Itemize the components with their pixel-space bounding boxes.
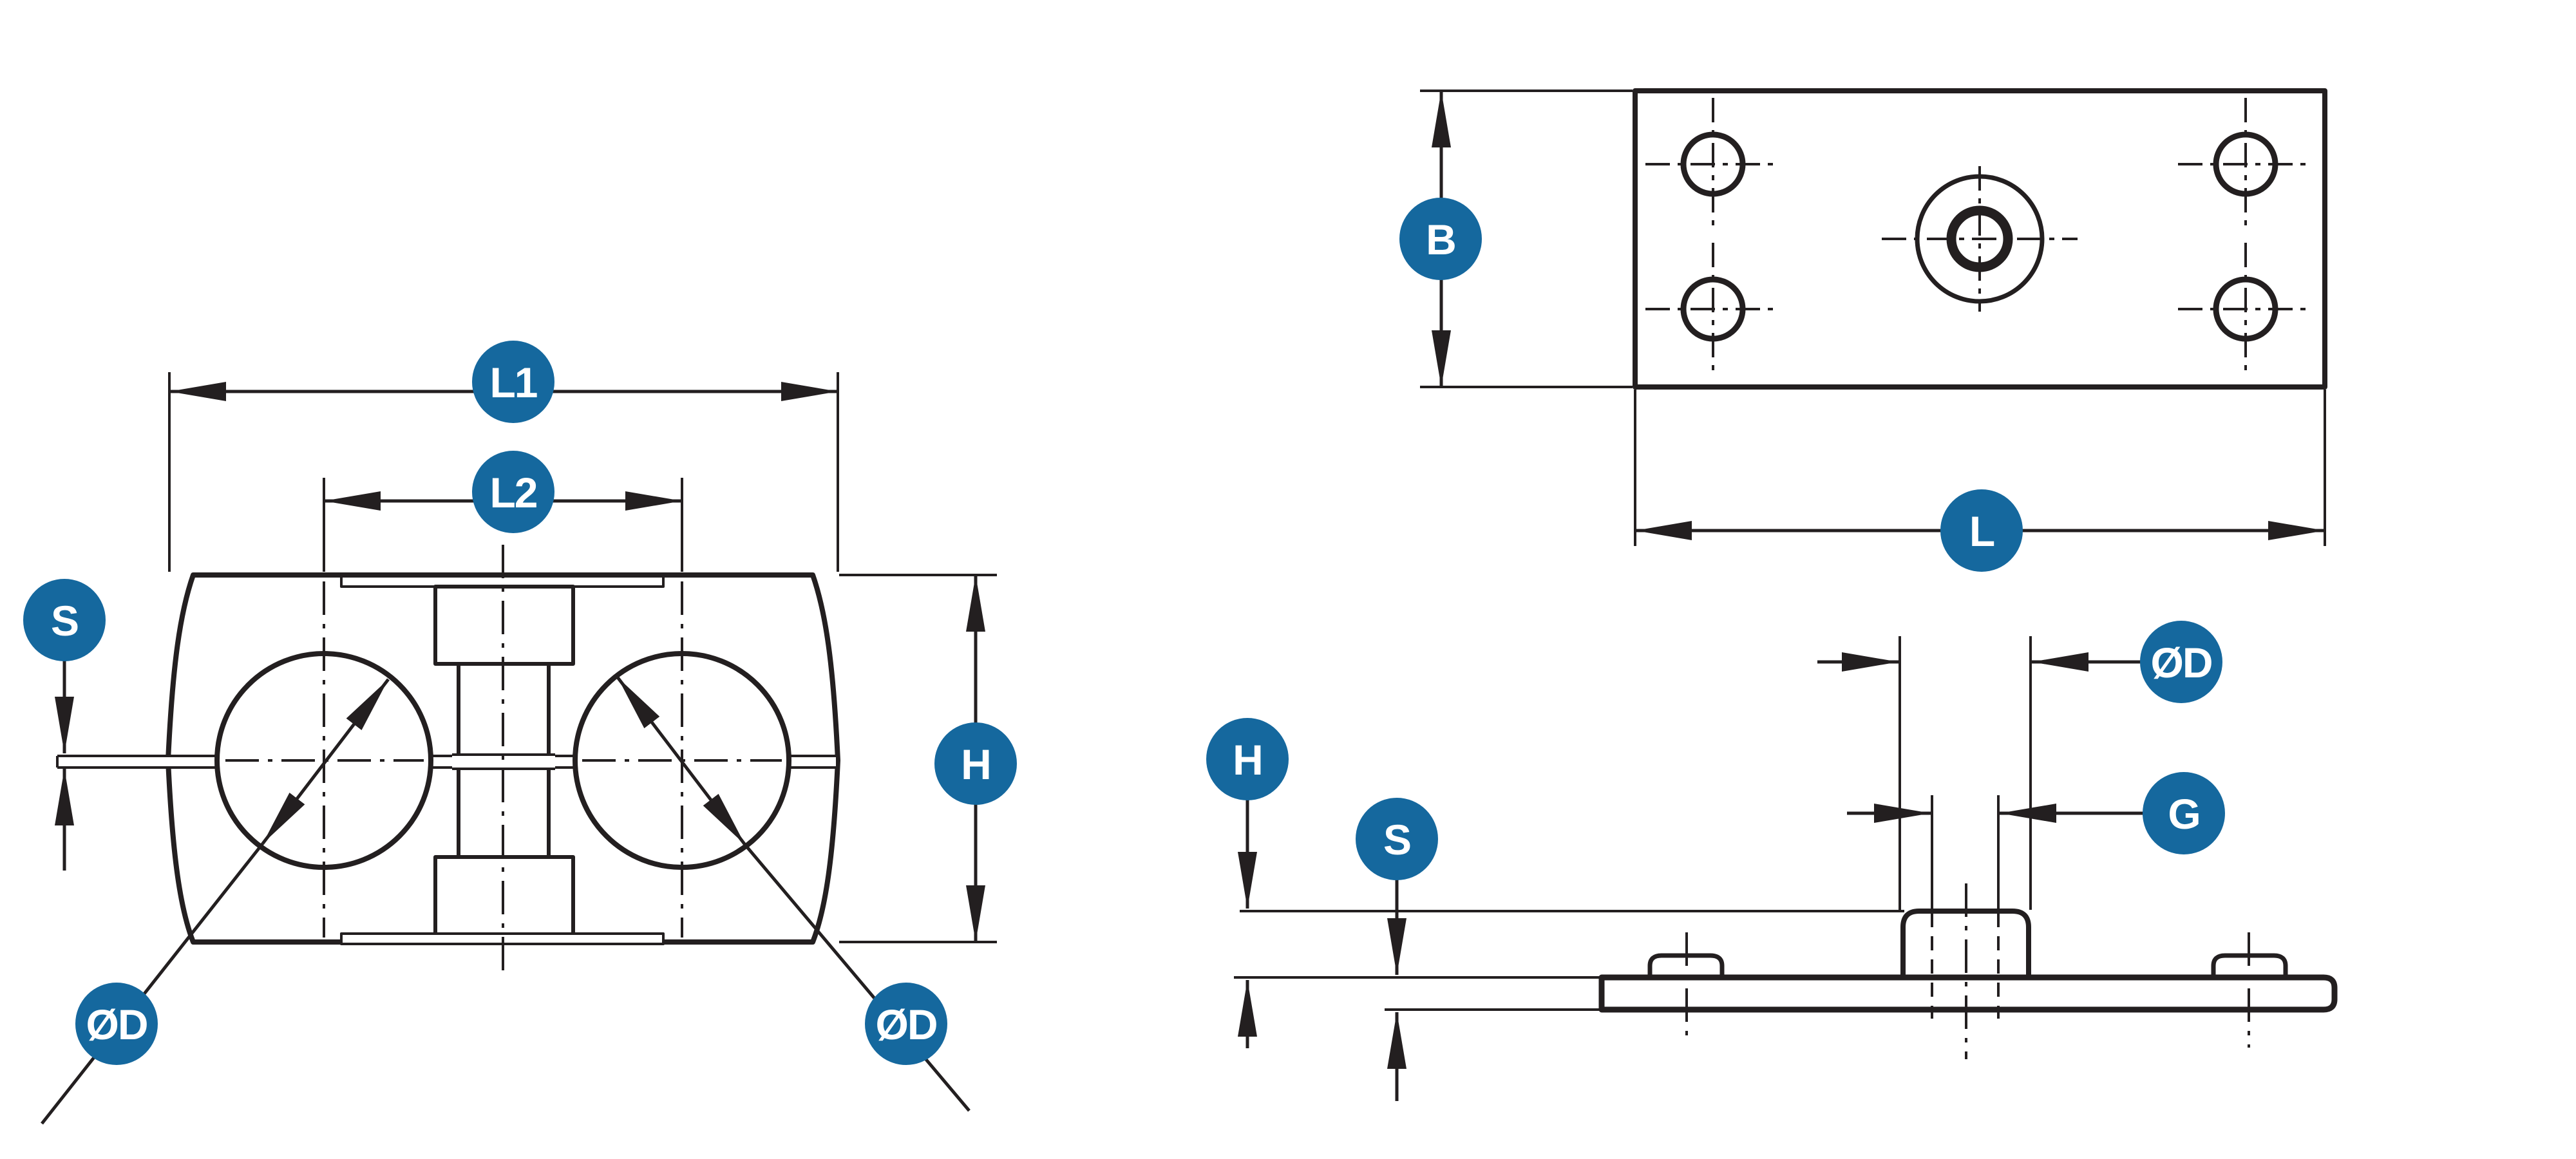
diameter-callout-left [41, 678, 390, 1125]
badge-label-l2: L2 [489, 469, 536, 516]
badge-label-s-front: S [51, 597, 78, 645]
dimension-g [1847, 795, 2143, 913]
dimension-badge-od-right [865, 983, 947, 1065]
badge-label-g: G [2168, 790, 2199, 838]
front-centerlines [225, 545, 782, 974]
center-hole [1882, 166, 2078, 312]
top-view-badges: B L [1399, 198, 2023, 572]
badge-label-h-side: H [1233, 736, 1262, 784]
top-view: B L [1399, 88, 2327, 572]
clamp-body-outline [166, 572, 840, 945]
badge-label-b: B [1426, 216, 1455, 263]
dimension-badge-g [2143, 772, 2225, 854]
dimension-badge-b [1399, 198, 1482, 280]
base-plate [1598, 974, 2338, 1013]
badge-label-l1: L1 [489, 359, 536, 406]
badge-label-s-side: S [1383, 816, 1410, 863]
dimension-badge-h-front [934, 722, 1017, 805]
dimension-badge-l [1940, 489, 2023, 572]
dimension-badge-od-side [2140, 621, 2222, 703]
center-bolt-assembly [340, 575, 665, 945]
dimension-badge-h-side [1206, 718, 1289, 800]
side-view: ØD H S G [1206, 621, 2338, 1101]
side-view-badges: ØD H S G [1206, 621, 2225, 880]
corner-hole-bottom-left [1645, 243, 1781, 375]
dimension-badge-s-front [23, 579, 106, 661]
corner-hole-bottom-right [2178, 243, 2313, 375]
dimension-badge-l2 [472, 451, 554, 533]
front-view: L1 L2 S H ØD ØD [23, 341, 1017, 1125]
right-diameter-leader [744, 843, 971, 1112]
corner-hole-top-left [1645, 98, 1781, 231]
right-diameter-arrow [616, 676, 746, 846]
badge-label-od-side: ØD [2151, 639, 2212, 686]
shaft-split-notch [452, 755, 555, 769]
badge-label-l: L [1969, 507, 1994, 555]
front-view-badges: L1 L2 S H ØD ØD [23, 341, 1017, 1065]
side-centerlines [1685, 883, 2250, 1059]
dimension-od-side [1817, 636, 2143, 910]
badge-label-od-left: ØD [86, 1001, 147, 1048]
badge-label-h-front: H [961, 740, 990, 788]
dimension-badge-s-side [1356, 798, 1438, 880]
dimension-badge-od-left [75, 983, 158, 1065]
diameter-callout-right [616, 676, 971, 1112]
dimension-badge-l1 [472, 341, 554, 423]
corner-hole-top-right [2178, 98, 2313, 231]
left-diameter-arrow [261, 678, 390, 845]
left-diameter-leader [41, 842, 264, 1125]
badge-label-od-right: ØD [876, 1001, 937, 1048]
